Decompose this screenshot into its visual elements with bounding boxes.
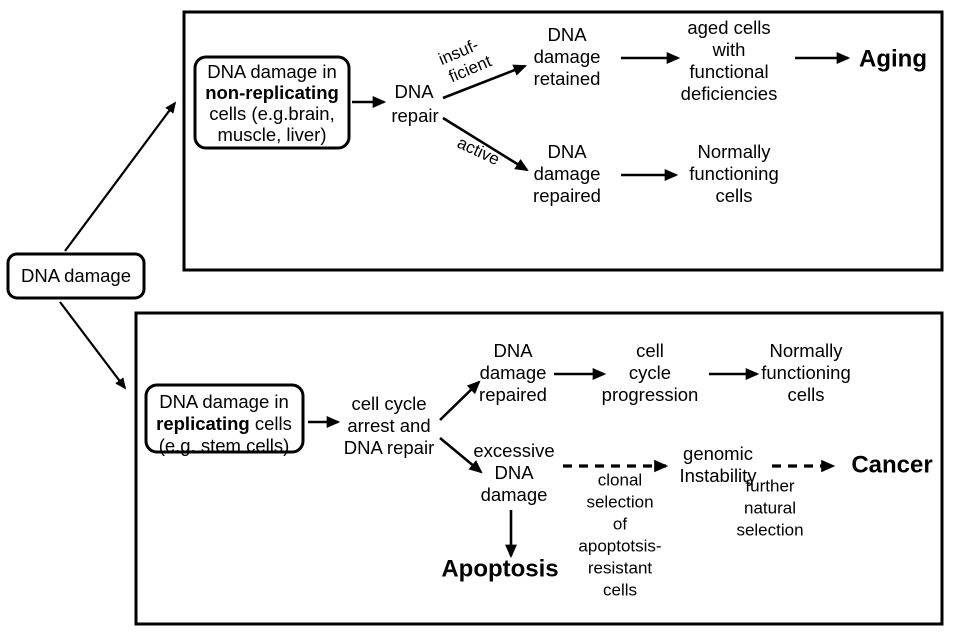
retained-line1: DNA xyxy=(547,24,587,45)
genomic-line2: Instability xyxy=(679,465,757,486)
non-replicating-box xyxy=(193,55,351,150)
replicating-line2-suffix: cells xyxy=(250,413,292,434)
clonal-label-line2: selection xyxy=(586,492,653,511)
dna-repair-line1: DNA xyxy=(394,81,434,102)
non-replicating-line1: DNA damage in xyxy=(207,61,337,82)
bottom-repaired-line3: repaired xyxy=(479,384,547,405)
top-repaired-line3: repaired xyxy=(533,185,601,206)
root-node-box xyxy=(6,252,146,300)
arrest-line3: DNA repair xyxy=(344,437,434,458)
top-normal-line1: Normally xyxy=(698,141,772,162)
retained-line3: retained xyxy=(534,68,601,89)
clonal-label-line5: resistant xyxy=(588,558,653,577)
genomic-line1: genomic xyxy=(683,443,753,464)
bottom-panel-border xyxy=(134,311,944,626)
bottom-repaired-line2: damage xyxy=(480,362,547,383)
bottom-repaired-line1: DNA xyxy=(493,340,533,361)
non-replicating-line4: muscle, liver) xyxy=(218,124,327,145)
replicating-bold-word: replicating xyxy=(156,413,250,434)
clonal-label-line1: clonal xyxy=(598,470,642,489)
replicating-line3: (e.g. stem cells) xyxy=(159,435,290,456)
progression-line1: cell xyxy=(636,340,664,361)
replicating-box xyxy=(144,383,305,454)
further-label-line2: natural xyxy=(744,498,796,517)
aged-line4: deficiencies xyxy=(681,83,778,104)
excessive-line2: DNA xyxy=(494,462,534,483)
progression-line3: progression xyxy=(602,384,699,405)
cancer-outcome-label: Cancer xyxy=(851,451,932,478)
arrow-root-to-bottom xyxy=(59,301,127,390)
excessive-line1: excessive xyxy=(473,440,554,461)
arrow-insufficient xyxy=(442,64,528,100)
arrow-root-to-top xyxy=(64,101,177,252)
further-label-line1: further xyxy=(745,476,794,495)
arrow-arrest-to-excessive xyxy=(439,436,483,474)
root-node-label: DNA damage xyxy=(21,265,131,286)
top-repaired-line1: DNA xyxy=(547,141,587,162)
arrest-line2: arrest and xyxy=(347,415,430,436)
replicating-line1: DNA damage in xyxy=(159,391,289,412)
top-repaired-line2: damage xyxy=(534,163,601,184)
excessive-line3: damage xyxy=(481,484,548,505)
non-replicating-line2: non-replicating xyxy=(205,82,339,103)
top-normal-line2: functioning xyxy=(689,163,778,184)
further-label-line3: selection xyxy=(736,520,803,539)
progression-line2: cycle xyxy=(629,362,671,383)
non-replicating-line3: cells (e.g.brain, xyxy=(209,103,334,124)
replicating-line2: replicating cells xyxy=(156,413,292,434)
apoptosis-outcome-label: Apoptosis xyxy=(441,555,558,582)
aging-outcome-label: Aging xyxy=(859,45,927,72)
aged-line1: aged cells xyxy=(687,17,770,38)
bottom-normal-line1: Normally xyxy=(770,340,844,361)
arrow-arrest-to-repaired xyxy=(439,380,481,421)
aged-line2: with xyxy=(712,39,746,60)
arrow-active xyxy=(442,116,529,172)
aged-line3: functional xyxy=(689,61,768,82)
bottom-normal-line3: cells xyxy=(787,384,824,405)
clonal-label-line6: cells xyxy=(603,580,637,599)
top-normal-line3: cells xyxy=(715,185,752,206)
retained-line2: damage xyxy=(534,46,601,67)
clonal-label-line3: of xyxy=(613,514,627,533)
bottom-normal-line2: functioning xyxy=(761,362,850,383)
arrest-line1: cell cycle xyxy=(351,393,426,414)
dna-repair-line2: repair xyxy=(391,105,438,126)
clonal-label-line4: apoptotsis- xyxy=(578,536,661,555)
